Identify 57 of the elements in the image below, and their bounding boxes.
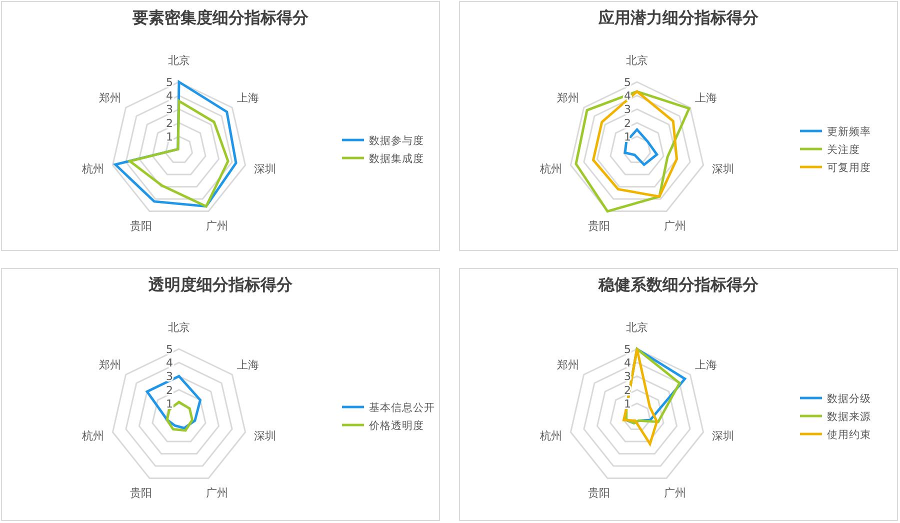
category-label: 杭州 — [82, 162, 104, 176]
chart-title: 要素密集度细分指标得分 — [132, 8, 308, 29]
category-label: 杭州 — [540, 430, 562, 443]
category-label: 上海 — [236, 92, 259, 105]
category-label: 郑州 — [557, 358, 580, 372]
category-label: 北京 — [626, 54, 648, 67]
category-label: 深圳 — [712, 430, 734, 443]
axis-tick-label: 3 — [166, 103, 173, 116]
axis-tick-label: 4 — [624, 356, 631, 370]
axis-tick-label: 4 — [166, 90, 173, 103]
category-label: 郑州 — [557, 92, 580, 105]
category-label: 郑州 — [99, 92, 122, 105]
category-label: 杭州 — [540, 162, 562, 176]
category-label: 贵阳 — [588, 220, 610, 233]
axis-tick-label: 1 — [166, 397, 173, 410]
axis-tick-label: 2 — [166, 384, 173, 397]
legend-label: 数据分级 — [827, 393, 871, 405]
chart-title: 稳健系数细分指标得分 — [598, 275, 758, 296]
axis-tick-label: 3 — [624, 370, 631, 384]
legend-label: 数据集成度 — [369, 153, 424, 165]
axis-tick-label: 5 — [624, 76, 631, 89]
legend-label: 数据参与度 — [369, 135, 424, 147]
category-label: 深圳 — [254, 162, 276, 176]
chart-title: 应用潜力细分指标得分 — [598, 8, 758, 29]
category-label: 广州 — [206, 220, 228, 233]
legend-label: 价格透明度 — [369, 420, 424, 432]
axis-tick-label: 2 — [624, 116, 631, 130]
category-label: 郑州 — [99, 358, 122, 372]
axis-tick-label: 4 — [166, 356, 173, 370]
category-label: 贵阳 — [130, 220, 152, 233]
axis-tick-label: 3 — [624, 103, 631, 116]
category-label: 北京 — [168, 321, 190, 334]
legend-label: 更新频率 — [827, 126, 871, 138]
category-label: 深圳 — [712, 162, 734, 176]
category-label: 北京 — [626, 321, 648, 334]
category-label: 上海 — [694, 358, 717, 372]
axis-tick-label: 5 — [166, 76, 173, 89]
category-label: 广州 — [664, 486, 686, 500]
category-label: 贵阳 — [130, 486, 152, 500]
axis-tick-label: 5 — [166, 343, 173, 356]
legend-label: 可复用度 — [827, 162, 871, 174]
category-label: 北京 — [168, 54, 190, 67]
legend-label: 基本信息公开 — [369, 402, 435, 414]
axis-tick-label: 5 — [624, 343, 631, 356]
category-label: 上海 — [236, 358, 259, 372]
axis-tick-label: 2 — [166, 116, 173, 130]
legend-label: 关注度 — [827, 144, 860, 156]
category-label: 贵阳 — [588, 486, 610, 500]
category-label: 广州 — [206, 486, 228, 500]
category-label: 深圳 — [254, 430, 276, 443]
axis-tick-label: 1 — [166, 130, 173, 144]
legend-label: 数据来源 — [827, 411, 871, 423]
category-label: 杭州 — [82, 430, 104, 443]
legend-label: 使用约束 — [827, 429, 871, 441]
chart-title: 透明度细分指标得分 — [148, 275, 292, 296]
category-label: 广州 — [664, 220, 686, 233]
category-label: 上海 — [694, 92, 717, 105]
